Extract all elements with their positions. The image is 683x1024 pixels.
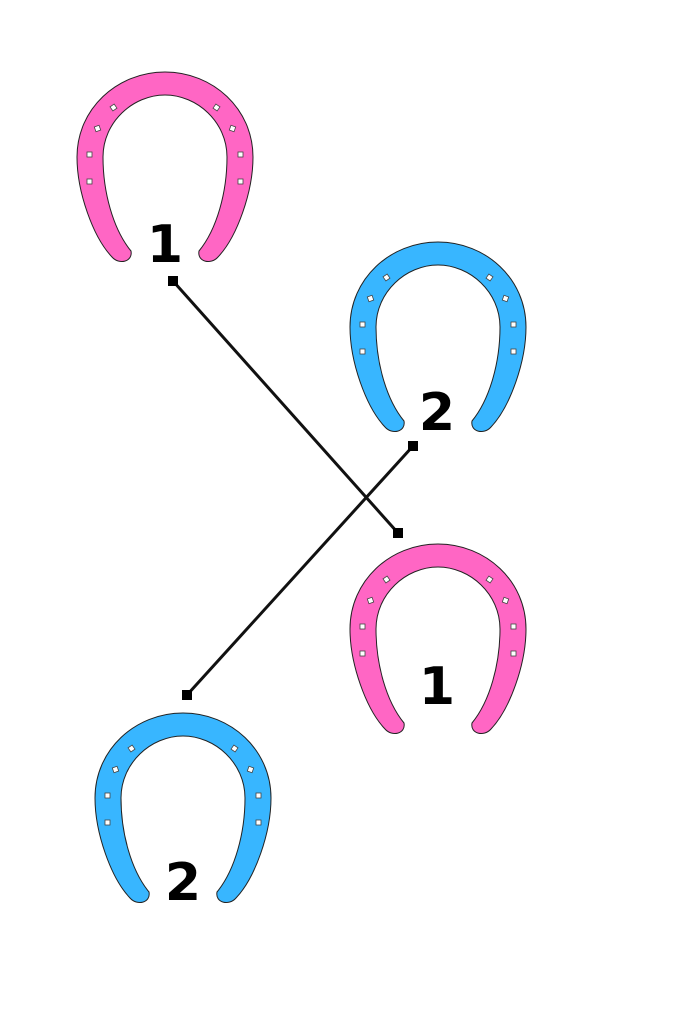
label-pink-top: 1 — [147, 215, 183, 275]
connector-endpoint-2-start[interactable] — [408, 441, 418, 451]
label-blue-upper: 2 — [419, 383, 455, 443]
connector-endpoint-1-start[interactable] — [168, 276, 178, 286]
connector-endpoint-2-end[interactable] — [182, 690, 192, 700]
label-blue-bottom: 2 — [165, 853, 201, 913]
label-pink-lower: 1 — [419, 657, 455, 717]
connector-line-1[interactable] — [171, 280, 400, 534]
connector-endpoint-1-end[interactable] — [393, 528, 403, 538]
connector-line-2[interactable] — [185, 444, 415, 697]
